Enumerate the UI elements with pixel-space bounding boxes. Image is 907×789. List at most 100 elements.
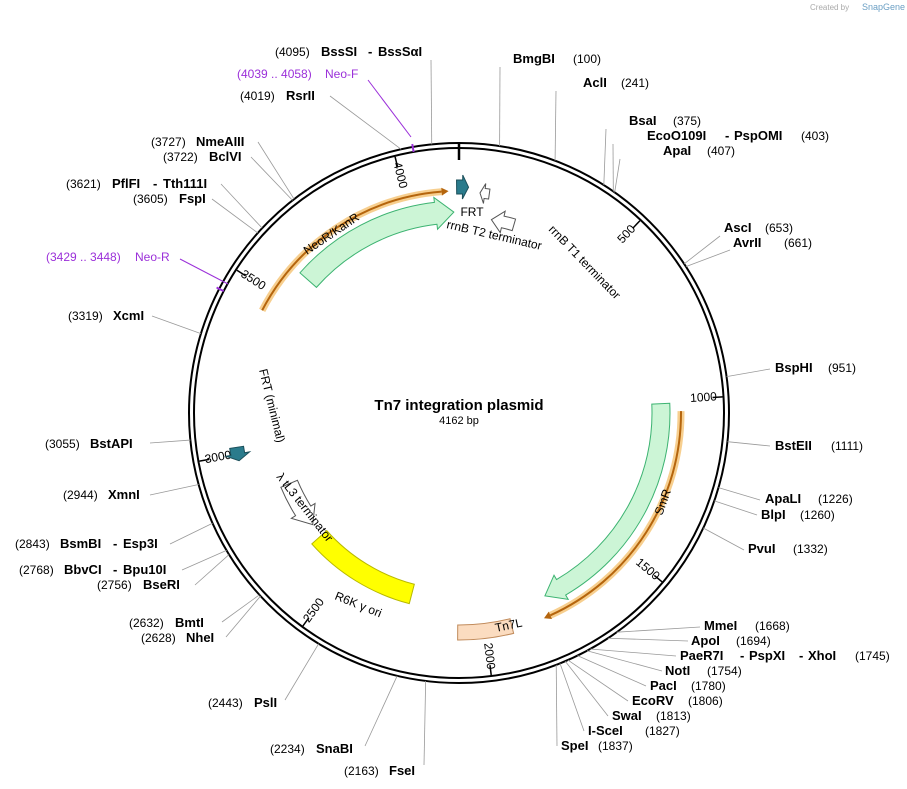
site-leader: [554, 90, 557, 161]
site-pos: (3055): [45, 437, 80, 451]
site-psli[interactable]: (2443) PslI: [208, 695, 277, 710]
site-blpi[interactable]: BlpI (1260): [761, 507, 835, 522]
site-pos: (407): [707, 144, 735, 158]
site-leader: [181, 549, 227, 571]
site-bseri[interactable]: (2756) BseRI: [97, 577, 180, 592]
site-bsai[interactable]: BsaI (375): [629, 113, 701, 128]
site-name: AvrII: [733, 235, 761, 250]
primer-neo-f[interactable]: (4039 .. 4058) Neo-F: [237, 67, 358, 81]
plasmid-length: 4162 bp: [439, 415, 479, 427]
site-leader-lines: [149, 59, 771, 766]
site-pos: (653): [765, 221, 793, 235]
site-name: NmeAIII: [196, 134, 244, 149]
site-apai[interactable]: ApaI (407): [663, 143, 735, 158]
site-leader: [685, 249, 731, 268]
site-nmeaiii[interactable]: (3727) NmeAIII: [151, 134, 244, 149]
site-paci[interactable]: PacI (1780): [650, 678, 726, 693]
site-name: BspHI: [775, 360, 813, 375]
site-name: BstAPI: [90, 436, 133, 451]
site-nhei[interactable]: (2628) NheI: [141, 630, 214, 645]
site-apali[interactable]: ApaLI (1226): [765, 491, 853, 506]
site-separator: -: [799, 648, 803, 663]
site-leader: [169, 522, 213, 545]
site-bclvi[interactable]: (3722) BclVI: [163, 149, 242, 164]
site-name: I-SceI: [588, 723, 623, 738]
feature-neor-kanr[interactable]: [299, 196, 455, 289]
site-leader: [559, 663, 585, 732]
site-name: FspI: [179, 191, 206, 206]
tick-mark: [199, 458, 210, 462]
feature--tl3-terminator[interactable]: [280, 479, 316, 526]
site-apoi[interactable]: ApoI (1694): [691, 633, 771, 648]
site-pos: (4019): [240, 89, 275, 103]
site-pos: (1332): [793, 542, 828, 556]
site-pos: (100): [573, 52, 601, 66]
primer-neo-r[interactable]: (3429 .. 3448) Neo-R: [46, 250, 170, 264]
tick-mark: [302, 617, 310, 627]
site-xmni[interactable]: (2944) XmnI: [63, 487, 140, 502]
site-name: NotI: [665, 663, 690, 678]
site-name: PslI: [254, 695, 277, 710]
site-name: SpeI: [561, 738, 588, 753]
plasmid-name: Tn7 integration plasmid: [374, 397, 543, 414]
tick-mark: [236, 269, 246, 277]
primer-leader-neo-r: [179, 258, 229, 285]
tick-label: 4000: [390, 160, 410, 190]
feature-tn7l[interactable]: [457, 618, 515, 641]
site-bbvci[interactable]: (2768) BbvCI - Bpu10I: [19, 562, 166, 577]
site-name: FseI: [389, 763, 415, 778]
site-leader: [727, 441, 771, 447]
feature-smr[interactable]: [544, 402, 671, 601]
site-ecorv[interactable]: EcoRV (1806): [632, 693, 723, 708]
site-rsrii[interactable]: (4019) RsrII: [240, 88, 315, 103]
site-paer7i[interactable]: PaeR7I - PspXI - XhoI (1745): [680, 648, 890, 663]
site-pos: (3722): [163, 150, 198, 164]
site-name: EcoO109I: [647, 128, 706, 143]
site-bmti[interactable]: (2632) BmtI: [129, 615, 204, 630]
primer-range: (4039 .. 4058): [237, 67, 312, 81]
site-leader: [718, 487, 761, 501]
site-pos: (4095): [275, 45, 310, 59]
site-leader: [703, 527, 745, 551]
tick-mark: [489, 665, 492, 676]
site-mmei[interactable]: MmeI (1668): [704, 618, 790, 633]
site-fsei[interactable]: (2163) FseI: [344, 763, 415, 778]
site-name: BsaI: [629, 113, 656, 128]
site-pos: (1226): [818, 492, 853, 506]
site-xcmi[interactable]: (3319) XcmI: [68, 308, 144, 323]
site-pos: (1694): [736, 634, 771, 648]
site-swai[interactable]: SwaI (1813): [612, 708, 691, 723]
site-leader: [225, 595, 261, 638]
feature-label-frt: FRT: [460, 205, 484, 219]
site-pflfi[interactable]: (3621) PflFI - Tth111I: [66, 176, 207, 191]
site-bsssi[interactable]: (4095) BssSI - BssSαI: [275, 44, 422, 59]
site-bmgbi[interactable]: BmgBI (100): [513, 51, 601, 66]
site-bsmbi[interactable]: (2843) BsmBI - Esp3I: [15, 536, 158, 551]
site-leader: [607, 637, 689, 642]
site-acli[interactable]: AclI (241): [583, 75, 649, 90]
feature-frt-minimal-[interactable]: [224, 445, 252, 462]
site-iscei[interactable]: I-SceI (1827): [588, 723, 680, 738]
site-snabi[interactable]: (2234) SnaBI: [270, 741, 353, 756]
site-asci[interactable]: AscI (653): [724, 220, 793, 235]
site-bsphi[interactable]: BspHI (951): [775, 360, 856, 375]
site-fspi[interactable]: (3605) FspI: [133, 191, 206, 206]
site-bsteii[interactable]: BstEII (1111): [775, 438, 863, 453]
site-leader: [590, 648, 677, 657]
tick-label: 3000: [204, 447, 233, 466]
feature-rrnb-t1-terminator[interactable]: [490, 210, 517, 234]
feature-r6k-ori[interactable]: [311, 529, 415, 605]
tick-mark: [653, 574, 663, 583]
site-bstapi[interactable]: (3055) BstAPI: [45, 436, 133, 451]
site-leader: [683, 235, 721, 265]
feature-rrnb-t2-terminator[interactable]: [479, 183, 491, 204]
site-pos: (2632): [129, 616, 164, 630]
site-leader: [257, 141, 295, 200]
site-pvui[interactable]: PvuI (1332): [748, 541, 828, 556]
site-spei[interactable]: SpeI (1837): [561, 738, 633, 753]
site-avrii[interactable]: AvrII (661): [733, 235, 812, 250]
site-eco0109i[interactable]: EcoO109I - PspOMI (403): [647, 128, 829, 143]
site-noti[interactable]: NotI (1754): [665, 663, 742, 678]
feature-frt[interactable]: [456, 174, 470, 200]
tick-label: 2000: [481, 642, 498, 671]
